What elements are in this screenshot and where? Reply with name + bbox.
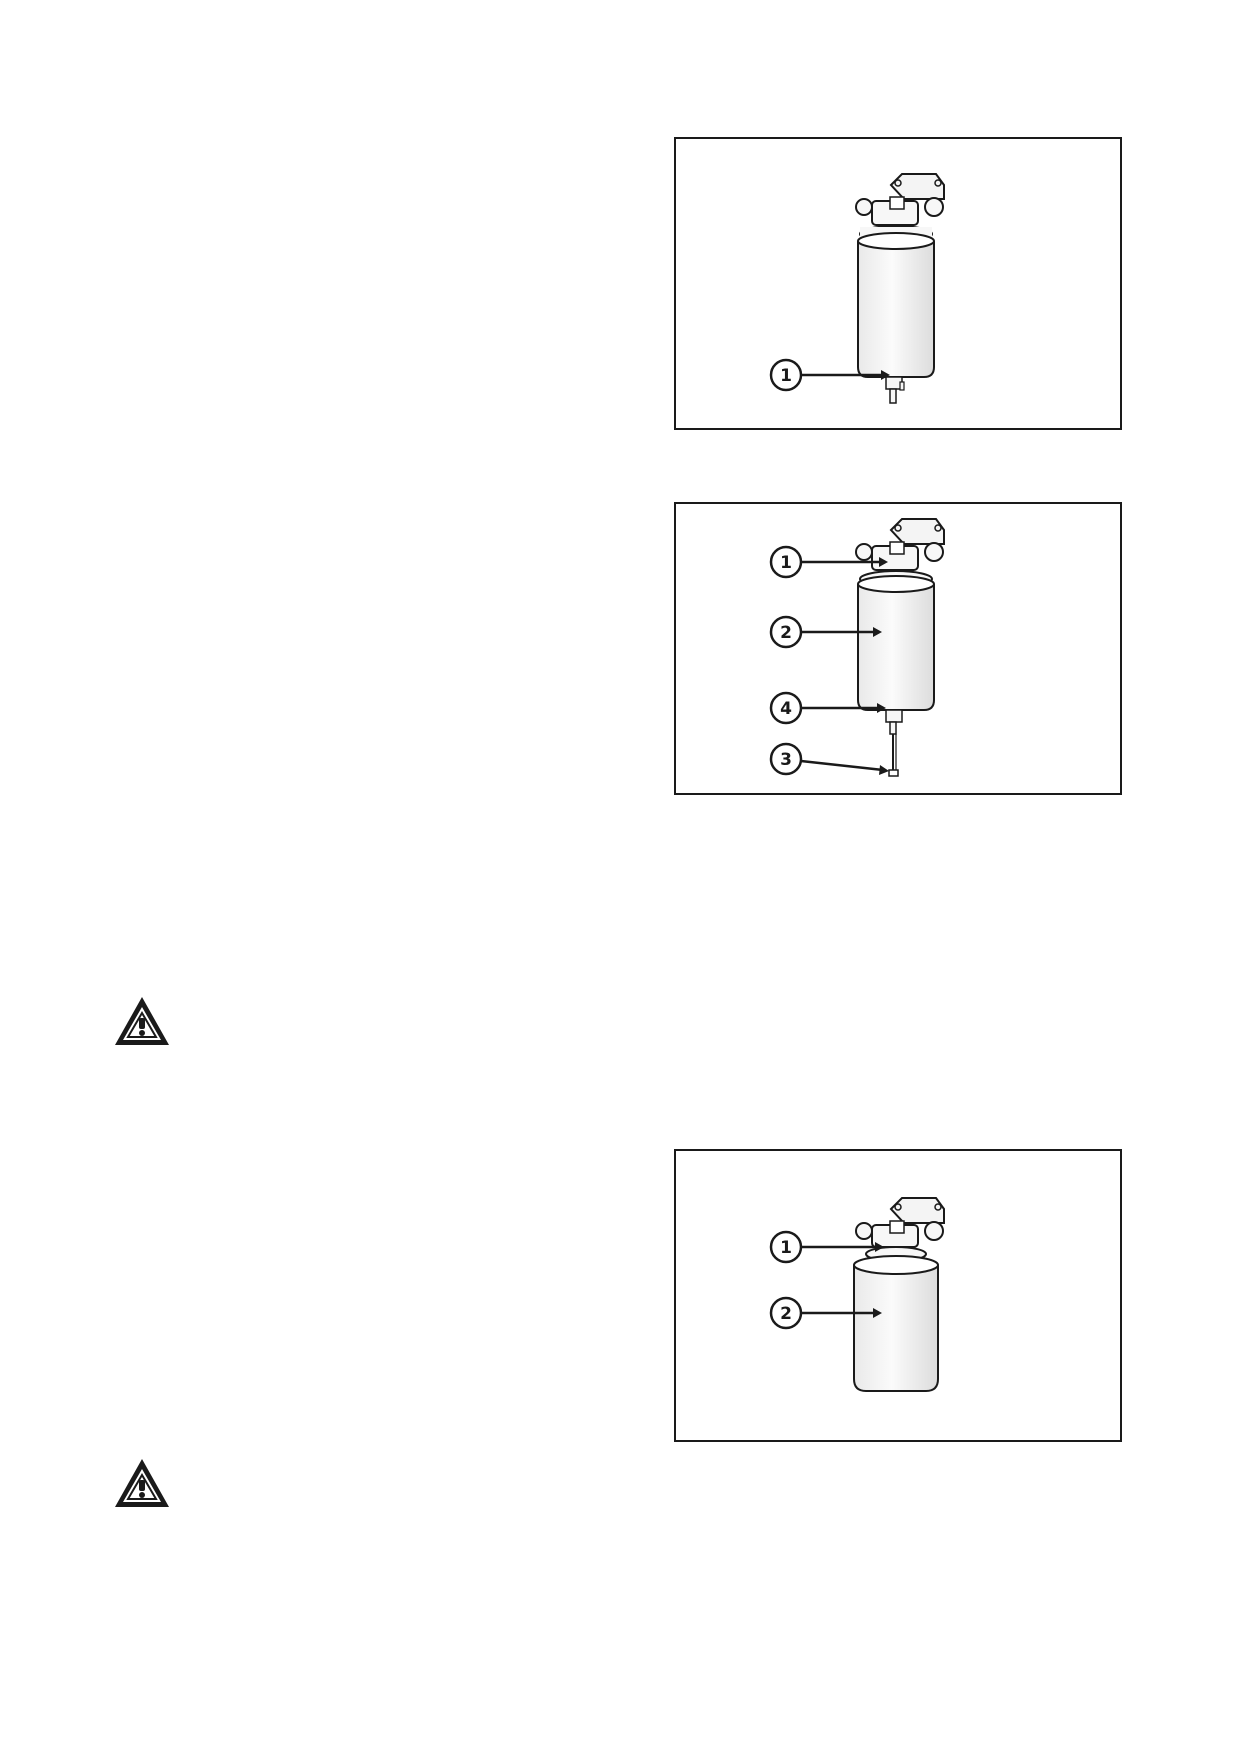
- callout-label: 1: [780, 1238, 792, 1258]
- warning-triangle-icon: [112, 1456, 172, 1510]
- fuel-filter-illustration: 1: [769, 173, 945, 404]
- callout-label: 1: [780, 553, 792, 573]
- callout-2: 2: [769, 1296, 882, 1330]
- callout-1: 1: [769, 545, 888, 579]
- callout-label: 2: [780, 1304, 792, 1324]
- fuel-filter-illustration: 1 2 4 3: [769, 518, 945, 777]
- callout-label: 1: [780, 366, 792, 386]
- callout-2: 2: [769, 615, 882, 649]
- warning-triangle-icon: [112, 994, 172, 1048]
- callout-1: 1: [769, 1230, 884, 1264]
- callout-3: 3: [769, 742, 889, 776]
- fuel-filter-illustration: 1 2: [769, 1197, 945, 1392]
- figure-fuel-filter-parts: 1 2 4 3: [674, 502, 1122, 795]
- figure-fuel-filter-drain: 1: [674, 137, 1122, 430]
- callout-label: 4: [780, 699, 792, 719]
- callout-label: 3: [780, 750, 792, 770]
- figure-fuel-filter-head: 1 2: [674, 1149, 1122, 1442]
- callout-label: 2: [780, 623, 792, 643]
- callout-4: 4: [769, 691, 886, 725]
- callout-1: 1: [769, 358, 890, 392]
